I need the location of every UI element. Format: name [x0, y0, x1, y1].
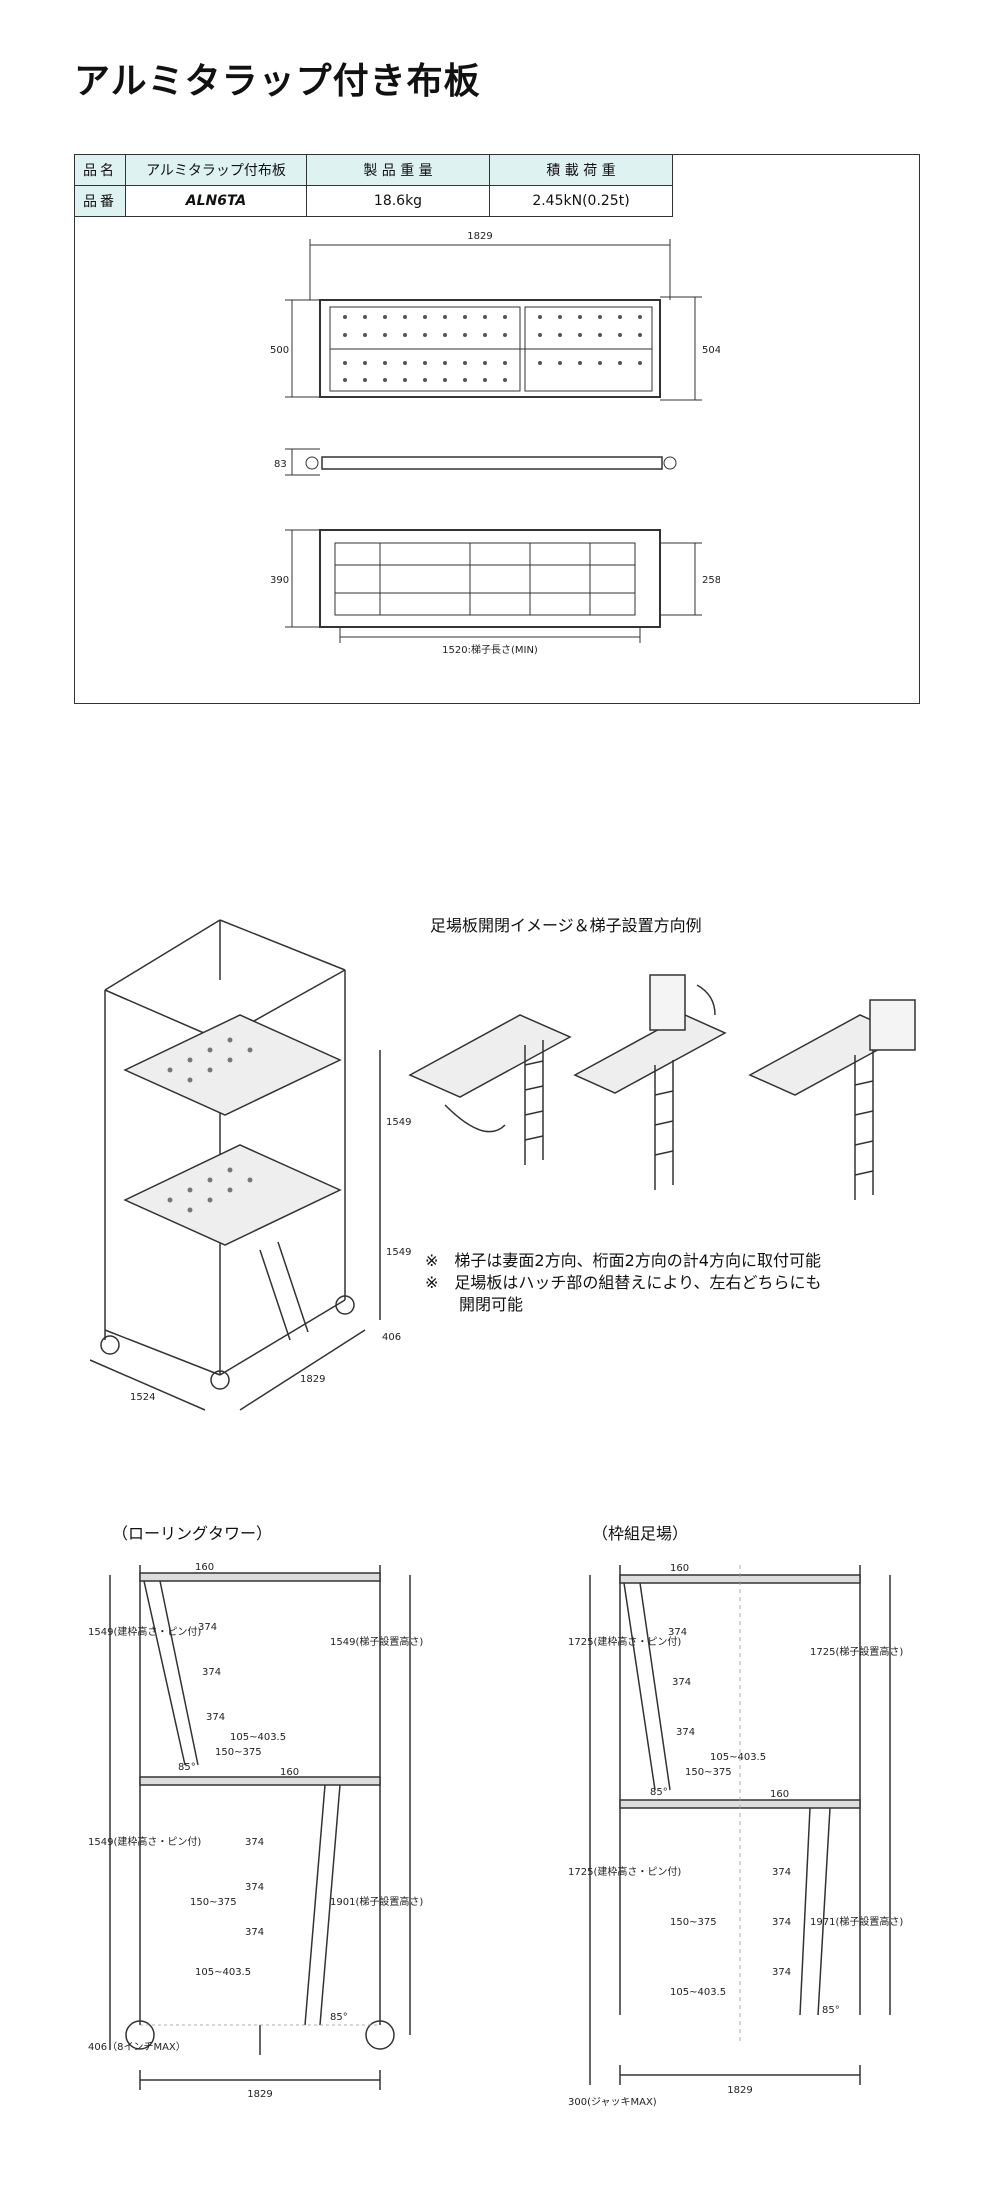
iso-dim-1549-top: 1549: [386, 1117, 411, 1128]
rt-label-374-e: 374: [245, 1882, 264, 1893]
rt-range-1: 150~375: [215, 1747, 262, 1758]
page-title: アルミタラップ付き布板: [74, 61, 481, 102]
rt-right-bottom: 1901(梯子設置高さ): [330, 1895, 423, 1908]
fs-range-2: 105~403.5: [710, 1752, 766, 1763]
fs-label-374-a: 374: [668, 1627, 687, 1638]
iso-dim-1549-bottom: 1549: [386, 1247, 411, 1258]
spec-row-number: 品番 ALN6TA 18.6kg 2.45kN(0.25t): [74, 185, 673, 217]
rt-range-2b: 105~403.5: [195, 1967, 251, 1978]
iso-dim-406: 406: [382, 1332, 401, 1343]
weight-value: 18.6kg: [306, 185, 490, 217]
load-header: 積 載 荷 重: [489, 154, 673, 186]
rt-label-374-d: 374: [245, 1837, 264, 1848]
part-number-label: 品番: [74, 185, 126, 217]
note-list: ※ 梯子は妻面2方向、桁面2方向の計4方向に取付可能 ※ 足場板はハッチ部の組替…: [425, 1250, 821, 1316]
fs-left-top: 1725(建枠高さ・ピン付): [568, 1635, 681, 1648]
iso-dim-1524: 1524: [130, 1392, 155, 1403]
opening-section-title: 足場板開閉イメージ＆梯子設置方向例: [430, 916, 702, 935]
frame-scaffold-drawing: 160 160 374 374 374 374 374 374 150~375 …: [568, 1563, 903, 2108]
fs-range-1: 150~375: [685, 1767, 732, 1778]
fs-label-160-mid: 160: [770, 1789, 789, 1800]
note-text: 梯子は妻面2方向、桁面2方向の計4方向に取付可能: [454, 1251, 821, 1270]
fs-range-2b: 105~403.5: [670, 1987, 726, 1998]
rt-label-374-f: 374: [245, 1927, 264, 1938]
board-technical-drawing: 1829 500 504 83 390 258 1520:梯子長さ(MIN): [270, 231, 720, 656]
weight-header: 製 品 重 量: [306, 154, 490, 186]
dim-390: 390: [270, 575, 289, 586]
dim-500: 500: [270, 345, 289, 356]
dim-258: 258: [702, 575, 720, 586]
rt-left-top: 1549(建枠高さ・ピン付): [88, 1625, 201, 1638]
rt-left-bottom: 1549(建枠高さ・ピン付): [88, 1835, 201, 1848]
note-mark: ※: [425, 1251, 439, 1270]
fs-label-374-f: 374: [772, 1967, 791, 1978]
fs-right-bottom: 1971(梯子設置高さ): [810, 1915, 903, 1928]
part-number-value: ALN6TA: [125, 185, 307, 217]
fs-left-jack: 300(ジャッキMAX): [568, 2097, 657, 2108]
rolling-tower-caption: （ローリングタワー）: [112, 1524, 273, 1543]
iso-dim-1829: 1829: [300, 1374, 325, 1385]
rt-range-1b: 150~375: [190, 1897, 237, 1908]
fs-range-1b: 150~375: [670, 1917, 717, 1928]
rt-label-160-mid: 160: [280, 1767, 299, 1778]
note-text: 開閉可能: [459, 1295, 524, 1314]
fs-label-374-e: 374: [772, 1917, 791, 1928]
rt-range-2: 105~403.5: [230, 1732, 286, 1743]
dim-1829-top: 1829: [467, 231, 492, 242]
fs-width: 1829: [727, 2085, 752, 2096]
dim-504: 504: [702, 345, 720, 356]
fs-label-374-c: 374: [676, 1727, 695, 1738]
product-name-value: アルミタラップ付布板: [125, 154, 307, 186]
note-item: ※ 足場板はハッチ部の組替えにより、左右どちらにも: [425, 1272, 821, 1294]
dim-83: 83: [274, 459, 287, 470]
load-value: 2.45kN(0.25t): [489, 185, 673, 217]
spec-row-name: 品名 アルミタラップ付布板 製 品 重 量 積 載 荷 重: [74, 154, 673, 186]
note-mark: ※: [425, 1273, 439, 1292]
rt-label-374-a: 374: [198, 1622, 217, 1633]
rt-left-caster: 406（8インチMAX）: [88, 2041, 186, 2053]
rt-label-160-top: 160: [195, 1562, 214, 1573]
note-item: 開閉可能: [425, 1294, 821, 1316]
fs-label-160-top: 160: [670, 1563, 689, 1574]
fs-right-top: 1725(梯子設置高さ): [810, 1645, 903, 1658]
rt-right-top: 1549(梯子設置高さ): [330, 1635, 423, 1648]
fs-left-bottom: 1725(建枠高さ・ピン付): [568, 1865, 681, 1878]
product-name-label: 品名: [74, 154, 126, 186]
fs-angle-bottom: 85°: [822, 2005, 840, 2016]
rt-label-374-c: 374: [206, 1712, 225, 1723]
rt-label-374-b: 374: [202, 1667, 221, 1678]
note-item: ※ 梯子は妻面2方向、桁面2方向の計4方向に取付可能: [425, 1250, 821, 1272]
rt-angle-bottom: 85°: [330, 2012, 348, 2023]
opening-images: [408, 974, 916, 1200]
fs-label-374-b: 374: [672, 1677, 691, 1688]
fs-angle-top: 85°: [650, 1787, 668, 1798]
dim-ladder-length: 1520:梯子長さ(MIN): [442, 643, 538, 656]
tower-isometric-illustration: 1549 1549 1524 1829 406: [89, 919, 411, 1411]
frame-scaffold-caption: （枠組足場）: [592, 1524, 689, 1543]
spec-table: 品名 アルミタラップ付布板 製 品 重 量 積 載 荷 重 品番 ALN6TA …: [74, 154, 673, 217]
rt-angle-top: 85°: [178, 1762, 196, 1773]
rolling-tower-drawing: 160 160 374 374 374 374 374 374 150~375 …: [88, 1562, 423, 2100]
rt-width: 1829: [247, 2089, 272, 2100]
note-text: 足場板はハッチ部の組替えにより、左右どちらにも: [454, 1273, 822, 1292]
fs-label-374-d: 374: [772, 1867, 791, 1878]
